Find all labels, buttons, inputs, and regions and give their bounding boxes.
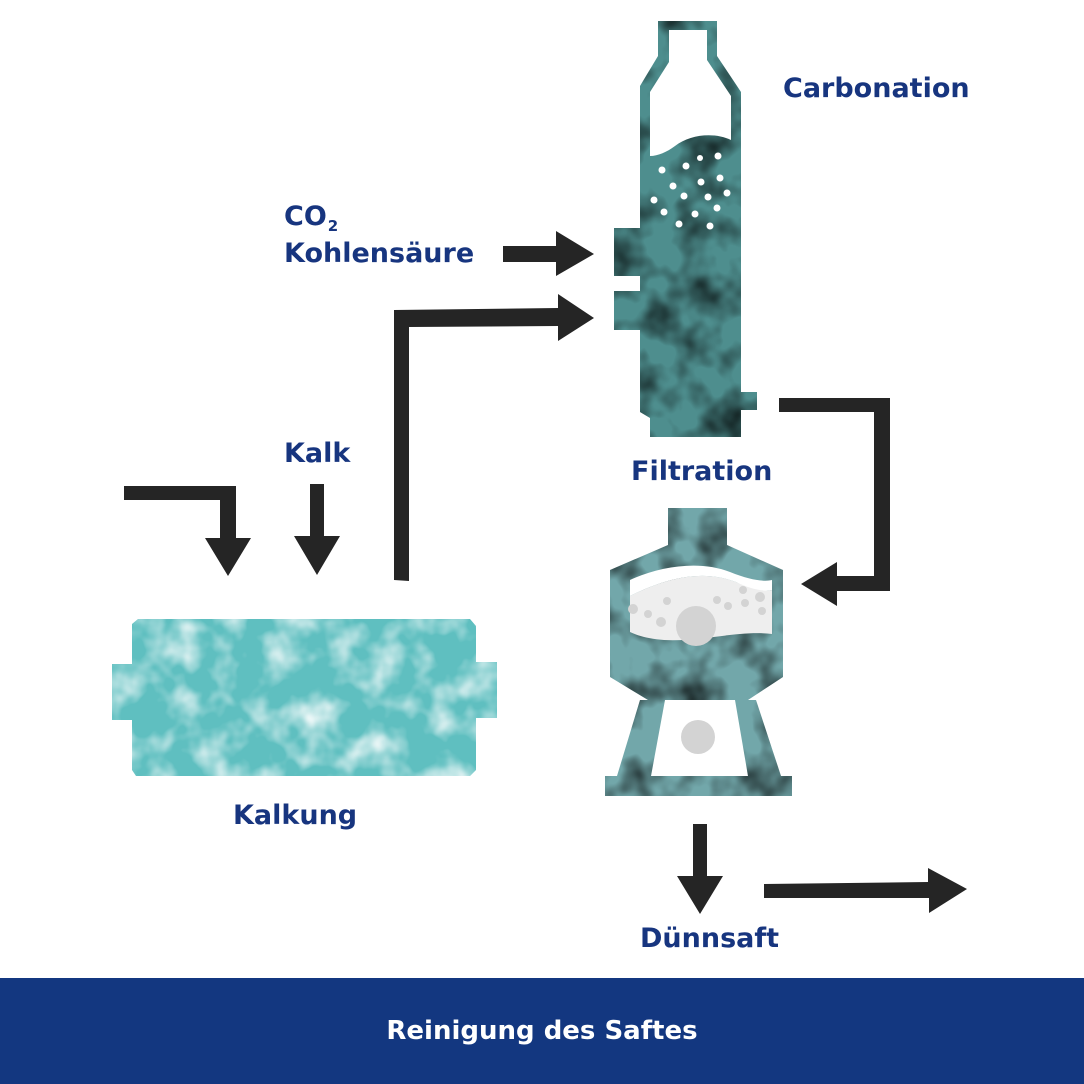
arrow-kalk-down [294,484,340,575]
flow-arrows [124,231,967,914]
carbonation-bubbles [650,152,731,230]
label-carbonation: Carbonation [783,73,970,104]
diagram-canvas [112,21,967,914]
label-kohlensaeure: Kohlensäure [284,238,475,269]
arrow-filter-down [677,824,723,914]
process-diagram: Carbonation CO2 Kohlensäure Kalk Filtrat… [112,21,970,954]
footer-title: Reinigung des Saftes [386,1016,698,1046]
footer-banner: Reinigung des Saftes [0,978,1084,1084]
label-co2: CO2 [284,203,338,234]
arrow-to-right [764,868,967,913]
kalkung-tank [112,619,497,776]
label-co2-prefix: CO [284,201,327,232]
label-co2-subscript: 2 [327,217,339,235]
label-duennsaft: Dünnsaft [640,923,780,954]
arrow-co2-into-carbonation [503,231,594,276]
arrow-carbonation-to-filter [779,398,890,606]
label-filtration: Filtration [631,456,773,487]
label-kalk: Kalk [284,438,351,469]
arrow-into-kalkung-left [124,486,251,576]
filter-vessel [605,508,792,796]
label-kalkung: Kalkung [233,800,358,831]
carbonation-tower [614,21,757,437]
arrow-kalkung-to-carbonation [394,294,594,581]
filter-particles [628,586,766,754]
